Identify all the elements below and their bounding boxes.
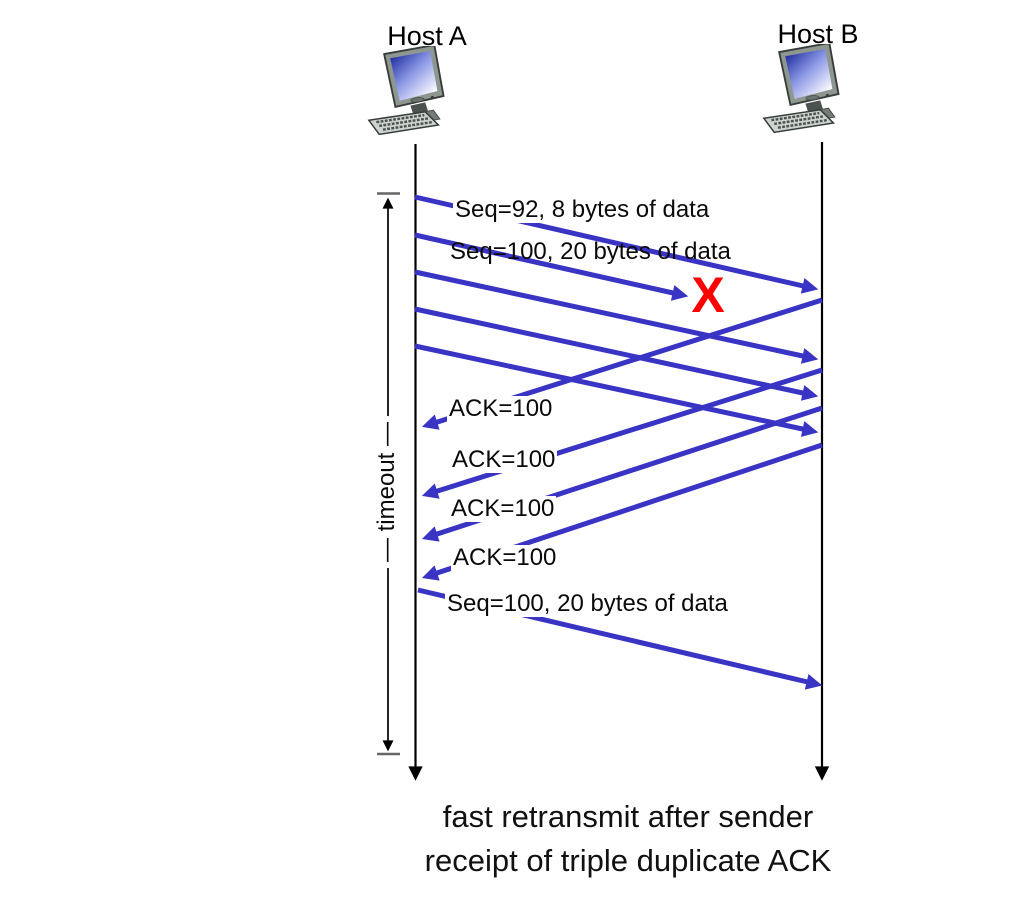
caption-line-2: receipt of triple duplicate ACK <box>424 843 832 878</box>
caption: fast retransmit after sender receipt of … <box>378 795 878 883</box>
message-arrow-seg3 <box>414 269 819 364</box>
caption-line-1: fast retransmit after sender <box>442 799 814 834</box>
ack-label-1: ACK=100 <box>447 395 555 422</box>
ack-label-3: ACK=100 <box>449 495 557 522</box>
host-a-computer-icon <box>366 46 462 140</box>
host-a-label: Host A <box>387 21 467 51</box>
segment-label-retransmit: Seq=100, 20 bytes of data <box>445 590 730 617</box>
ack-label-2: ACK=100 <box>450 446 558 473</box>
message-arrow-seq100 <box>414 232 689 301</box>
packet-loss-icon: X <box>691 267 725 323</box>
host-b-computer-icon <box>761 44 857 138</box>
ack-label-4: ACK=100 <box>451 544 559 571</box>
segment-label-seq100: Seq=100, 20 bytes of data <box>450 238 731 265</box>
timeout-label: — timeout — <box>373 415 401 569</box>
host-b-label: Host B <box>777 19 859 49</box>
message-arrow-seg5 <box>414 343 819 437</box>
message-arrow-ack2 <box>421 367 823 499</box>
message-arrow-seg4 <box>414 306 819 401</box>
segment-label-seq92: Seq=92, 8 bytes of data <box>453 196 712 223</box>
